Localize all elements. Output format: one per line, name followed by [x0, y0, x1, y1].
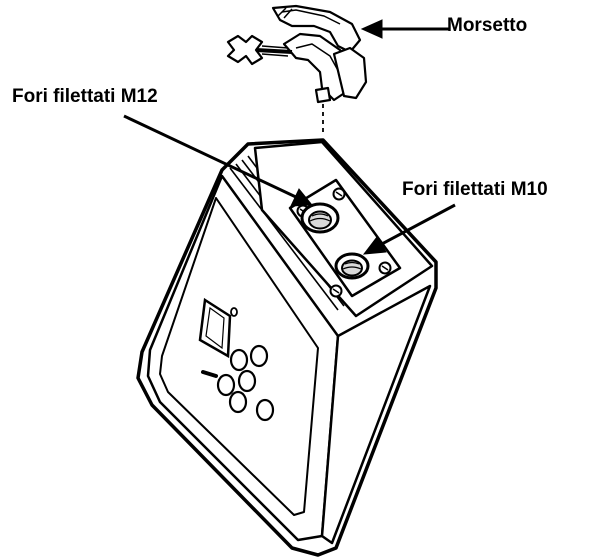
- side-face: [320, 284, 432, 545]
- indicator-led: [230, 307, 238, 317]
- clamp-label: Morsetto: [447, 15, 528, 36]
- panel-button: [237, 369, 257, 393]
- control-panel: [198, 297, 275, 422]
- arrow-m12: [123, 114, 299, 200]
- callout-arrows: [123, 19, 456, 255]
- fixture-body: [136, 138, 438, 557]
- m12-holes-label: Fori filettati M12: [12, 86, 158, 107]
- panel-button: [216, 373, 236, 397]
- m10-holes-label: Fori filettati M10: [402, 179, 548, 200]
- panel-button: [249, 344, 269, 368]
- m12-threaded-hole: [300, 202, 340, 234]
- wing-nut: [226, 34, 264, 66]
- m10-threaded-hole: [334, 252, 370, 280]
- arrow-m10: [377, 203, 456, 248]
- panel-button: [228, 390, 248, 414]
- panel-button: [229, 348, 249, 372]
- panel-button: [255, 398, 275, 422]
- clamp-illustration: [226, 4, 368, 136]
